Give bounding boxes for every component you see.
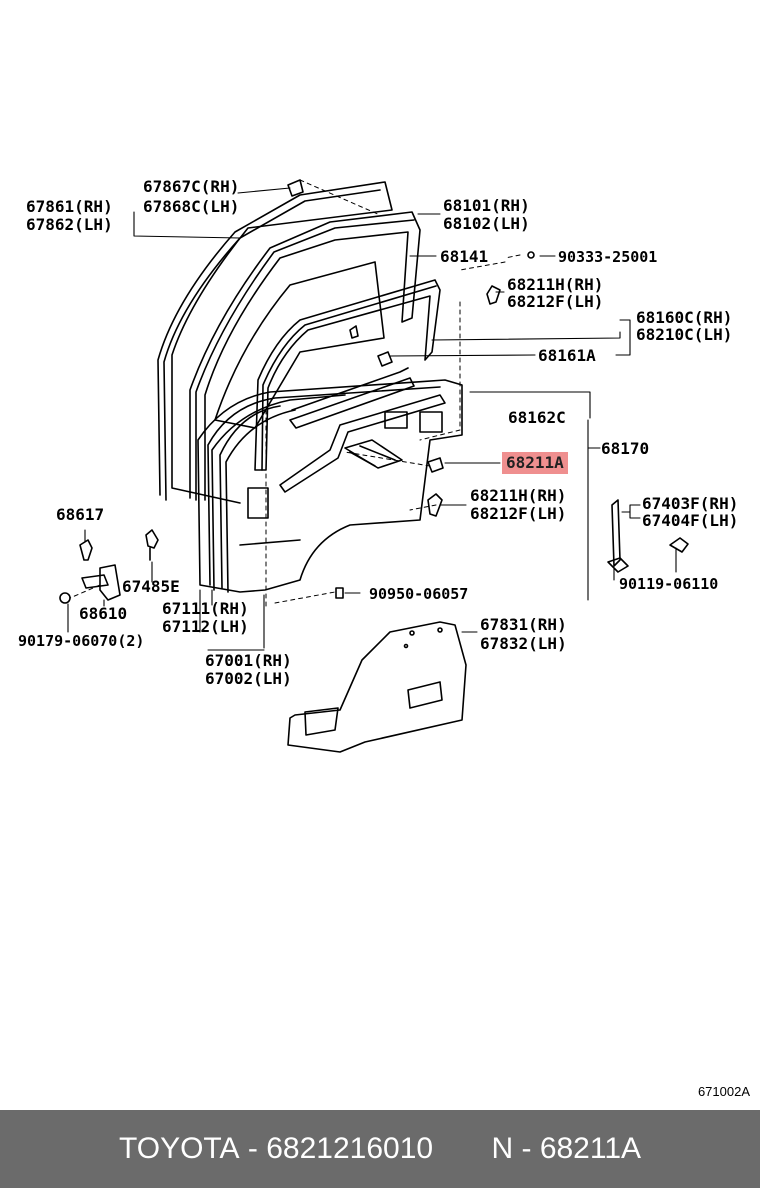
label-68211H-upper[interactable]: 68211H(RH) <box>507 275 604 294</box>
label-67862[interactable]: 67862(LH) <box>26 215 113 234</box>
door-glass <box>215 262 384 428</box>
label-68102[interactable]: 68102(LH) <box>443 214 530 233</box>
label-67112[interactable]: 67112(LH) <box>162 617 249 636</box>
hinge-assembly <box>60 530 158 603</box>
belt-moulding <box>608 500 688 572</box>
label-68101[interactable]: 68101(RH) <box>443 196 530 215</box>
label-90179-06070[interactable]: 90179-06070(2) <box>18 632 145 650</box>
footer-part-number: 6821216010 <box>266 1132 434 1165</box>
label-67831[interactable]: 67831(RH) <box>480 615 567 634</box>
label-67485E[interactable]: 67485E <box>122 577 180 596</box>
label-68160C[interactable]: 68160C(RH) <box>636 308 733 327</box>
illustration-ref-code: 671002A <box>697 1084 750 1099</box>
label-90119-06110[interactable]: 90119-06110 <box>619 575 719 593</box>
label-68170[interactable]: 68170 <box>601 439 650 458</box>
door-panel <box>198 380 462 592</box>
footer-bar: TOYOTA - 6821216010 N - 68211A <box>0 1110 760 1188</box>
label-68210C[interactable]: 68210C(LH) <box>636 325 733 344</box>
label-67861[interactable]: 67861(RH) <box>26 197 113 216</box>
label-67001[interactable]: 67001(RH) <box>205 651 292 670</box>
footer-brand: TOYOTA <box>118 1132 240 1165</box>
label-68141[interactable]: 68141 <box>440 247 489 266</box>
label-67868C[interactable]: 67868C(LH) <box>143 197 240 216</box>
door-exploded-drawing <box>0 0 760 1110</box>
leader-lines <box>68 188 676 650</box>
label-67832[interactable]: 67832(LH) <box>480 634 567 653</box>
footer-ref-prefix: N <box>491 1132 514 1165</box>
label-68617[interactable]: 68617 <box>56 505 105 524</box>
dashed-leaders <box>70 180 520 610</box>
label-68610[interactable]: 68610 <box>79 604 128 623</box>
label-67867C[interactable]: 67867C(RH) <box>143 177 240 196</box>
label-68162C[interactable]: 68162C <box>508 408 566 427</box>
footer-separator-2: - <box>521 1132 532 1165</box>
label-68211H-lower[interactable]: 68211H(RH) <box>470 486 567 505</box>
label-67002[interactable]: 67002(LH) <box>205 669 292 688</box>
inner-frame <box>212 395 345 592</box>
label-90333-25001[interactable]: 90333-25001 <box>558 248 658 266</box>
label-67403F[interactable]: 67403F(RH) <box>642 494 739 513</box>
label-68212F-lower[interactable]: 68212F(LH) <box>470 504 567 523</box>
label-67404F[interactable]: 67404F(LH) <box>642 511 739 530</box>
footer-ref: 68211A <box>539 1132 642 1165</box>
glass-run <box>190 212 420 500</box>
door-trim-board <box>288 622 466 752</box>
label-67111[interactable]: 67111(RH) <box>162 599 249 618</box>
label-90950-06057[interactable]: 90950-06057 <box>369 585 469 603</box>
clips <box>288 180 534 598</box>
regulator-rail <box>280 368 445 492</box>
parts-diagram: 67867C(RH) 67868C(LH) 67861(RH) 67862(LH… <box>0 0 760 1110</box>
label-68211A-highlighted[interactable]: 68211A <box>502 452 568 474</box>
footer-separator: - <box>247 1132 258 1165</box>
label-68161A[interactable]: 68161A <box>538 346 596 365</box>
label-68212F-upper[interactable]: 68212F(LH) <box>507 292 604 311</box>
